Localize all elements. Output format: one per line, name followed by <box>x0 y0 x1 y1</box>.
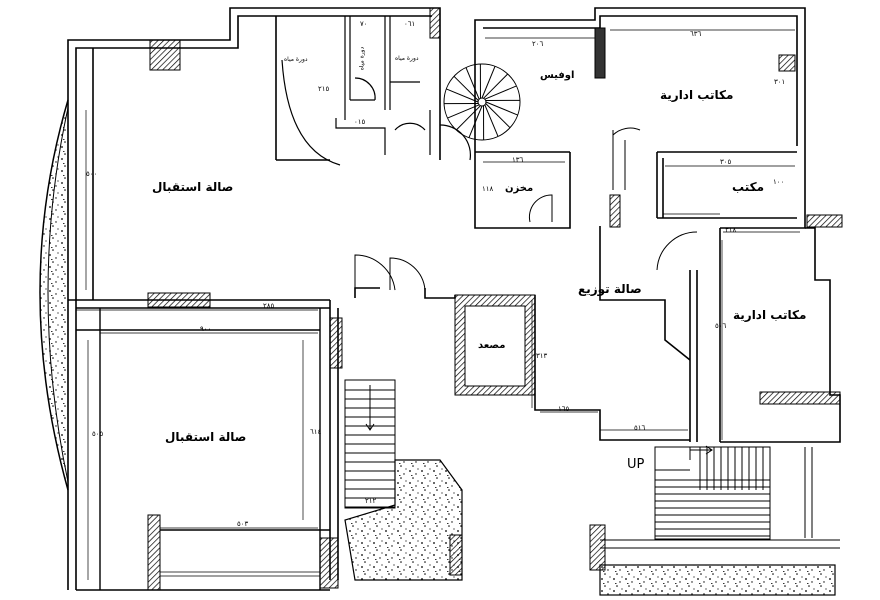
curved-garden <box>39 99 69 491</box>
label-elevator: مصعد <box>478 340 506 351</box>
dim-dist-1: ١٦٥ <box>558 405 570 413</box>
dim-lower-left-1: ٢٨٥ <box>263 302 275 310</box>
spiral-tread <box>465 67 480 100</box>
label-reception-bottom: صالة استقبال <box>165 430 247 444</box>
spiral-tread <box>483 73 509 99</box>
label-admin-offices-right: مكاتب ادارية <box>733 308 807 322</box>
dim-lower-left-2: ٩٠٠ <box>200 325 212 333</box>
spiral-tread <box>485 103 511 129</box>
dim-wc-4: ٠١٥ <box>354 118 366 126</box>
dim-office-side: ١٠٠ <box>773 178 785 186</box>
lower-reception-walls <box>76 308 330 591</box>
dim-wc-2: ٧٠ <box>360 20 368 28</box>
label-stairs-up: UP <box>627 457 645 472</box>
dim-left-vertical: ٥٠٠ <box>86 170 98 178</box>
label-distribution-hall: صالة توزيع <box>578 282 642 296</box>
spiral-tread <box>484 104 499 137</box>
spiral-staircase <box>443 63 521 141</box>
label-office-small: اوفيس <box>540 70 575 81</box>
dim-bottom-center: ٢١٢ <box>365 497 377 505</box>
elevator-shaft <box>454 294 536 396</box>
dim-lower-left-vertical: ٥٠٥ <box>92 430 104 438</box>
dimension-lines <box>76 29 800 580</box>
dim-right-1: ٣٠١ <box>774 78 786 86</box>
spiral-tread <box>485 101 518 116</box>
label-wc-1: دورة مياه <box>284 56 308 63</box>
hatched-columns <box>147 7 843 591</box>
spiral-tread <box>481 66 496 99</box>
dim-wc-1: ٢١٥ <box>318 85 330 93</box>
dim-elevator: ٣١٣ <box>536 352 548 360</box>
wc-partitions <box>281 16 472 166</box>
label-office: مكتب <box>732 180 765 194</box>
dim-lower-vertical: ٦١٤ <box>310 428 322 436</box>
label-wc-3: دورة مياه <box>395 55 419 62</box>
main-stair <box>600 445 840 549</box>
straight-stair-left <box>344 379 396 509</box>
dim-lower-bottom: ٥٠٣ <box>237 520 249 528</box>
label-storage: مخزن <box>505 183 534 194</box>
outer-walls <box>67 7 841 590</box>
dim-storage-side: ١١٨ <box>482 185 494 193</box>
dim-right-offices: ٣١٨ <box>725 226 737 234</box>
label-wc-2: دورة مياه <box>358 46 366 71</box>
spiral-tread <box>484 85 517 100</box>
windows <box>160 213 720 577</box>
door-swings <box>354 127 698 298</box>
planting-bottom <box>344 459 463 581</box>
spiral-tread <box>453 75 479 101</box>
planting-bottom-right <box>599 564 836 596</box>
spiral-tread <box>446 88 479 103</box>
label-admin-offices-top: مكاتب ادارية <box>660 88 734 102</box>
dim-dist-2: ٥١٦ <box>634 424 646 432</box>
dim-office-top: ٣٠٥ <box>720 158 732 166</box>
dim-right-vertical: ٥٠٦ <box>715 322 727 330</box>
spiral-tread <box>455 105 481 131</box>
dim-storage: ١٣٦ <box>512 156 524 164</box>
label-reception-top: صالة استقبال <box>152 180 234 194</box>
dim-wc-3: ٠٦١ <box>404 20 416 28</box>
dim-top-2: ٦٣٦ <box>690 30 702 38</box>
spiral-tread <box>447 104 480 119</box>
spiral-tread <box>468 105 483 138</box>
dim-top-1: ٢٠٦ <box>532 40 544 48</box>
